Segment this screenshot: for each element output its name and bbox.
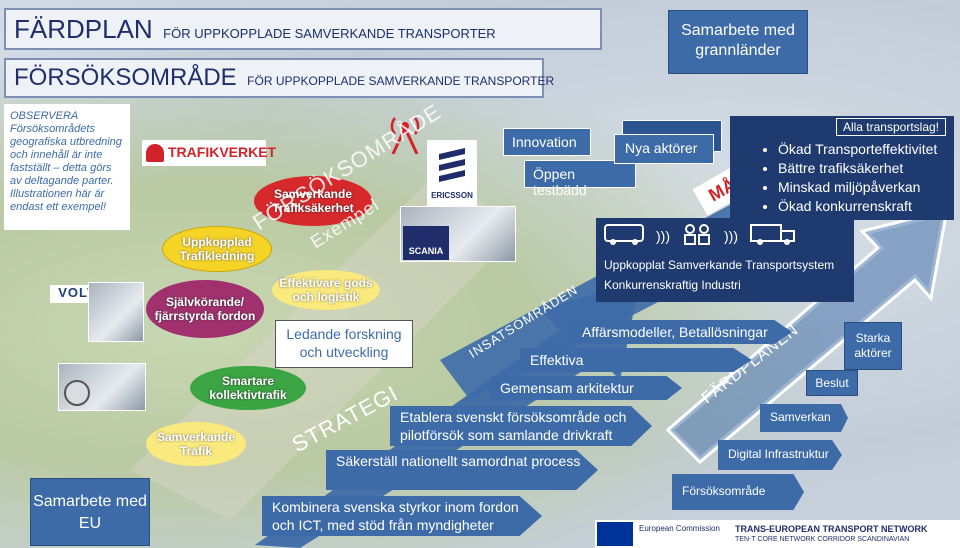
observera-text: Försöksområdets geografiska utbredning o…: [10, 123, 122, 213]
digital-infrastruktur-arrow: Digital Infrastruktur: [718, 440, 842, 470]
samarbete-grannlander-box: Samarbete med grannländer: [668, 10, 808, 74]
system-panel: ))) ))) Uppkopplat Samverkande Transport…: [596, 218, 854, 302]
oval-effektivare-gods: Effektivare gods och logistik: [272, 270, 380, 310]
oppen-testbadd-badge: Öppen testbädd: [524, 160, 636, 198]
oval-samverkande-trafik: Samverkande Trafik: [146, 422, 246, 466]
people-icon: [682, 223, 712, 250]
title-forsoksomrade: FÖRSÖKSOMRÅDE FÖR UPPKOPPLADE SAMVERKAND…: [4, 58, 554, 98]
volvo-truck-photo: [88, 282, 144, 342]
insats-item-1: Affärsmodeller, Betallösningar: [572, 320, 792, 344]
starka-aktorer-box: Starka aktörer: [844, 322, 902, 370]
goal-item: Minskad miljöpåverkan: [778, 178, 946, 197]
bus-icon: [604, 223, 644, 250]
oval-uppkopplad-trafikledning: Uppkopplad Trafikledning: [162, 226, 272, 272]
scania-logo: SCANIA: [403, 226, 449, 260]
nya-aktorer-badge: Nya aktörer: [614, 134, 714, 164]
wireless-icon: ))): [724, 228, 738, 244]
observera-note: OBSERVERA Försöksområdets geografiska ut…: [4, 104, 130, 230]
goals-list: Ökad Transporteffektivitet Bättre trafik…: [738, 136, 946, 216]
samarbete-eu-box: Samarbete med EU: [30, 478, 150, 546]
title2-big: FÖRSÖKSOMRÅDE: [14, 64, 237, 91]
tent-corridor-text: TEN-T CORE NETWORK CORRIDOR SCANDINAVIAN: [735, 536, 910, 543]
footer-eu-logos: European Commission TRANS-EUROPEAN TRANS…: [595, 520, 960, 548]
goal-item: Bättre trafiksäkerhet: [778, 159, 946, 178]
strategy-item-3: Kombinera svenska styrkor inom fordon oc…: [262, 496, 542, 536]
truck-icon: [750, 223, 796, 250]
ericsson-text: ERICSSON: [431, 191, 473, 200]
innovation-badge: Innovation: [503, 128, 591, 156]
title-fardplan: FÄRDPLAN FÖR UPPKOPPLADE SAMVERKANDE TRA…: [4, 8, 602, 50]
ledande-forskning-box: Ledande forskning och utveckling: [275, 320, 413, 368]
eu-flag-icon: [597, 522, 633, 546]
antenna-icon: [383, 110, 427, 155]
title1-big: FÄRDPLAN: [14, 14, 153, 44]
goal-item: Ökad konkurrenskraft: [778, 197, 946, 216]
title2-small: FÖR UPPKOPPLADE SAMVERKANDE TRANSPORTER: [247, 74, 555, 88]
alla-transportslag: Alla transportslag!: [835, 118, 946, 136]
uppkopplat-system-text: Uppkopplat Samverkande Transportsystem: [604, 258, 835, 272]
strategy-item-2: Säkerställ nationellt samordnat process: [326, 450, 598, 490]
insats-item-2: Effektiva kommunikationslösningar: [520, 348, 752, 372]
insats-item-3: Gemensam arkitektur: [490, 376, 682, 400]
goal-item: Ökad Transporteffektivitet: [778, 140, 946, 159]
beslut-box: Beslut: [806, 370, 858, 396]
goals-panel: Alla transportslag! Ökad Transporteffekt…: [730, 116, 954, 220]
forsoksomrade-arrow: Försöksområde: [672, 474, 804, 510]
transport-icons-row: ))) ))): [604, 222, 846, 250]
oval-smartare-kollektivtrafik: Smartare kollektivtrafik: [190, 366, 306, 410]
eu-commission-text: European Commission: [639, 524, 720, 533]
wireless-icon: ))): [656, 228, 670, 244]
samverkan-arrow: Samverkan: [760, 404, 848, 432]
oval-samverkande-trafiksakerhet: Samverkande Trafiksäkerhet: [254, 176, 372, 226]
konkurrenskraftig-text: Konkurrenskraftig Industri: [604, 278, 741, 292]
oval-sjalvkorande: Självkörande/ fjärrstyrda fordon: [146, 280, 264, 338]
crown-icon: [146, 144, 164, 162]
tent-text: TRANS-EUROPEAN TRANSPORT NETWORK: [735, 524, 928, 534]
observera-heading: OBSERVERA: [10, 110, 79, 122]
strategy-item-1: Etablera svenskt försöksområde och pilot…: [390, 406, 652, 446]
fardplanen-arrow-fill: [670, 212, 945, 460]
volvo-emblem-icon: [64, 380, 90, 406]
title1-small: FÖR UPPKOPPLADE SAMVERKANDE TRANSPORTER: [163, 26, 496, 41]
ericsson-logo: ERICSSON: [427, 140, 477, 208]
